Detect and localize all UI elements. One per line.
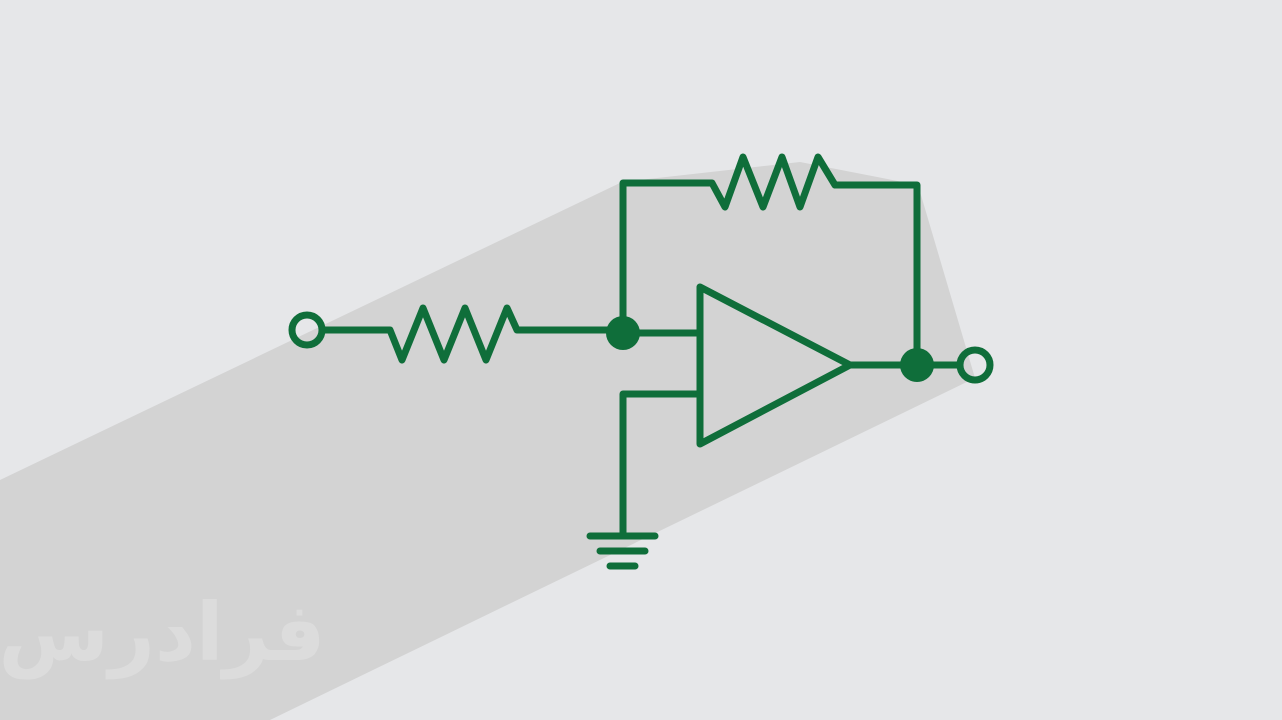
input-wire <box>320 304 627 364</box>
ground-symbol-icon <box>586 532 659 570</box>
output-terminal <box>956 346 994 384</box>
ground-wire <box>619 390 704 540</box>
op-amp-triangle-icon <box>696 283 854 448</box>
feedback-wire <box>619 153 921 369</box>
junction-dot-output <box>900 348 934 382</box>
input-terminal <box>288 311 326 349</box>
faradars-logo: فرادرس <box>0 586 326 680</box>
junction-dot-input <box>606 316 640 350</box>
